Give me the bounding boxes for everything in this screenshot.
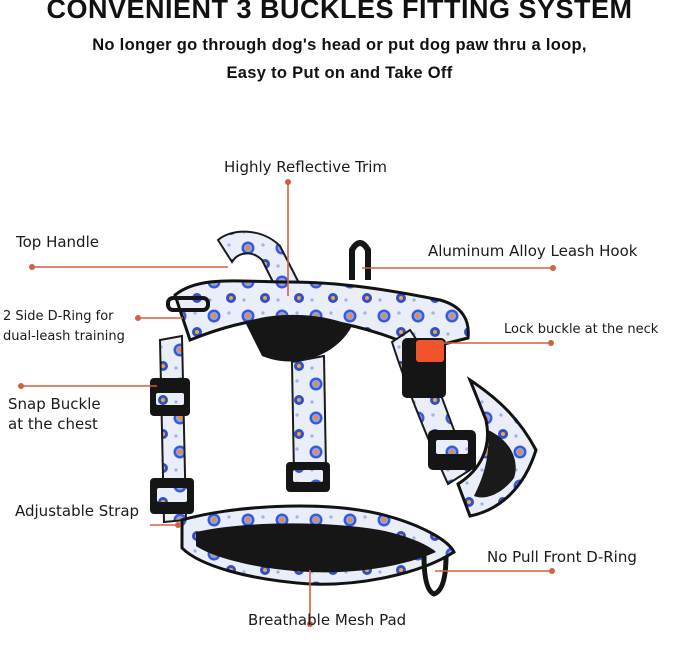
subtitle-line-1: No longer go through dog's head or put d… [92, 36, 587, 54]
label-snap-buckle-1: Snap Buckle [8, 395, 101, 413]
label-lock-buckle: Lock buckle at the neck [504, 322, 659, 337]
label-top-handle: Top Handle [16, 233, 99, 251]
label-reflective-trim: Highly Reflective Trim [224, 158, 388, 176]
subtitle-line-2: Easy to Put on and Take Off [226, 64, 453, 82]
label-adjustable-strap: Adjustable Strap [15, 502, 140, 520]
label-side-dring-2: dual-leash training [3, 329, 125, 344]
label-mesh-pad: Breathable Mesh Pad [248, 611, 407, 629]
label-front-dring: No Pull Front D-Ring [487, 548, 637, 566]
label-side-dring-1: 2 Side D-Ring for [3, 309, 114, 324]
label-leash-hook: Aluminum Alloy Leash Hook [428, 242, 638, 260]
label-snap-buckle-2: at the chest [8, 415, 98, 433]
headline: CONVENIENT 3 BUCKLES FITTING SYSTEM [46, 0, 633, 24]
